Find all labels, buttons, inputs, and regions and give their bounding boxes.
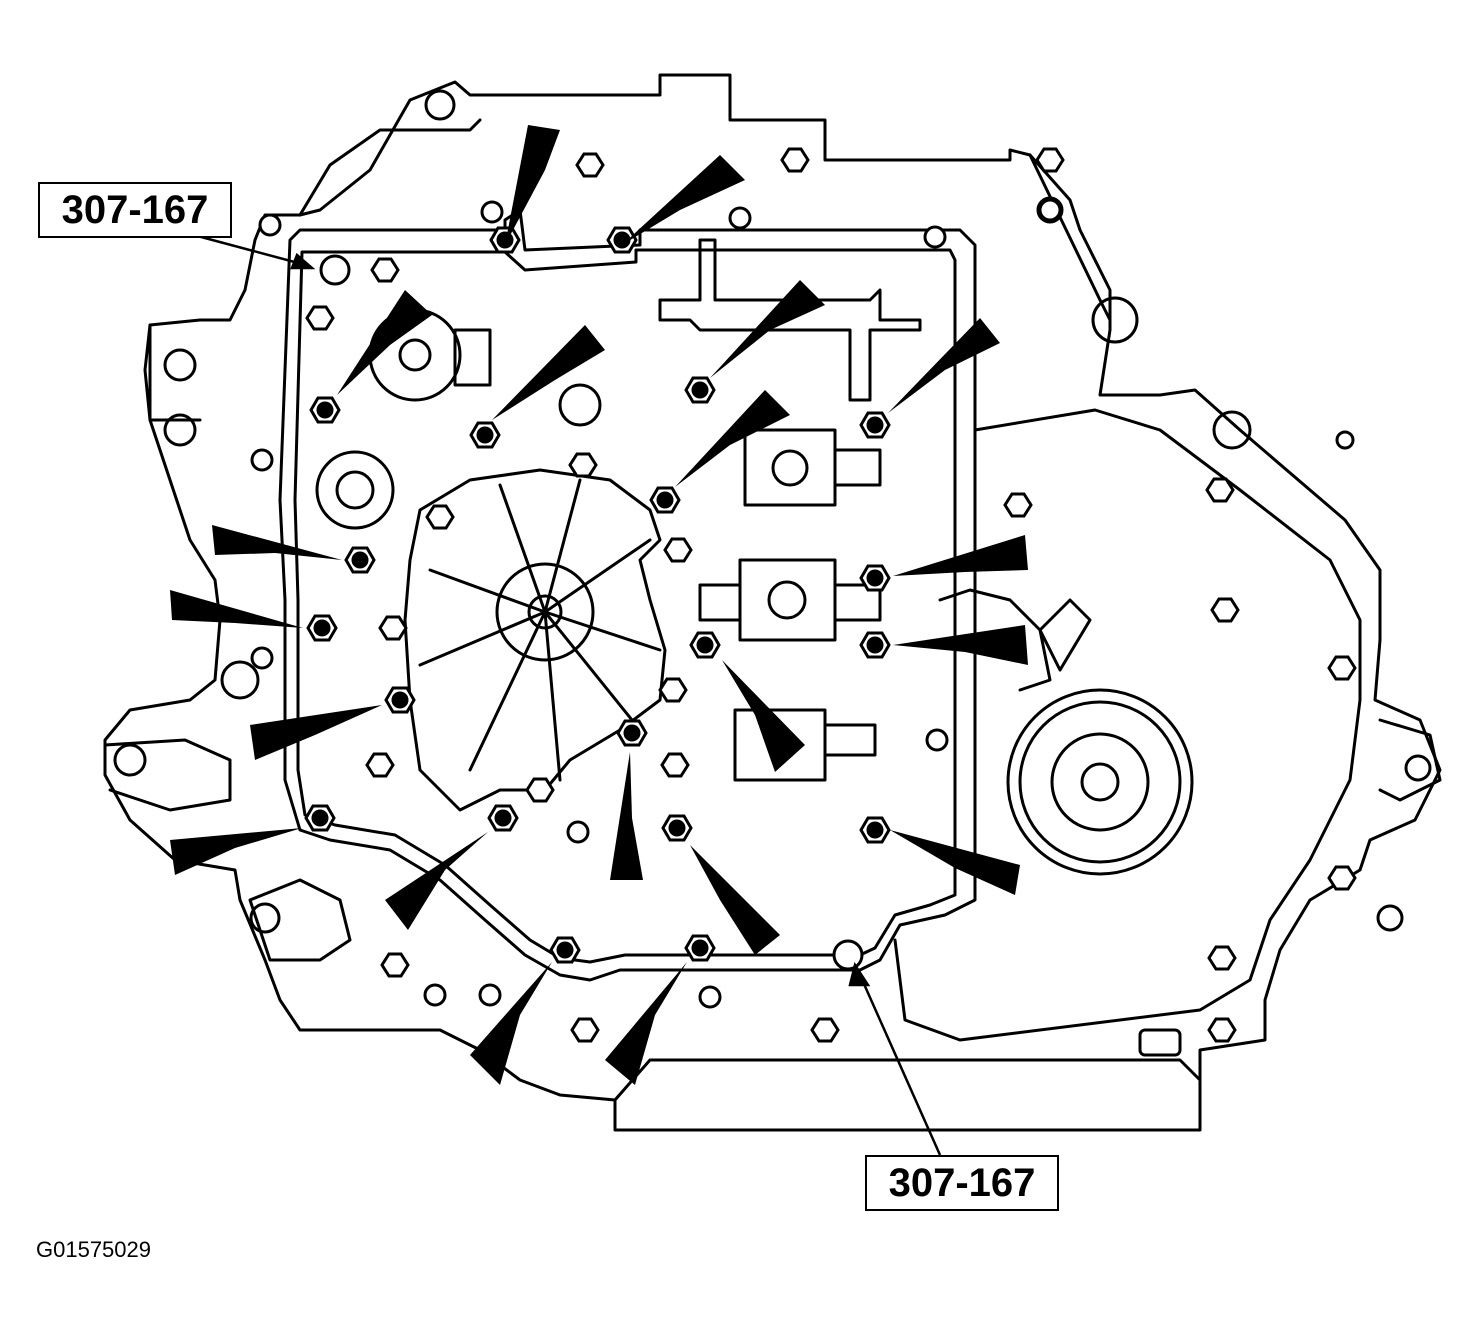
tube-top <box>658 238 922 402</box>
arrow <box>890 830 1020 895</box>
arrow <box>605 962 687 1085</box>
arrow <box>622 155 745 245</box>
case-outline <box>103 73 1442 1132</box>
tool-callout-label: 307-167 <box>38 182 232 238</box>
bolt-arrows <box>170 125 1028 1085</box>
bolt <box>684 376 716 404</box>
pump-inner <box>1050 732 1150 832</box>
bolt-group <box>304 226 891 964</box>
bolt <box>859 631 891 659</box>
arrow <box>470 962 552 1085</box>
figure-id: G01575029 <box>36 1237 151 1262</box>
arrow <box>610 752 643 880</box>
pump-hub <box>1080 762 1120 802</box>
bolt <box>309 396 341 424</box>
arrow <box>250 705 382 760</box>
bolt <box>661 814 693 842</box>
bolt <box>489 226 521 254</box>
bolt <box>859 411 891 439</box>
bolt <box>304 804 336 832</box>
tool-callout-label: 307-167 <box>865 1155 1059 1211</box>
separator-hub <box>495 562 595 662</box>
bolt <box>606 226 638 254</box>
bolt <box>649 486 681 514</box>
arrow <box>710 280 825 378</box>
arrow <box>385 832 488 930</box>
arrow <box>722 660 805 772</box>
arrow <box>212 525 342 560</box>
solenoid-middle <box>738 558 837 642</box>
bolt <box>306 614 338 642</box>
arrow <box>337 290 432 395</box>
arrow <box>492 325 605 420</box>
bolt <box>684 934 716 962</box>
arrow <box>170 828 302 875</box>
arrow <box>888 318 1000 413</box>
arrow <box>675 390 790 487</box>
actuator-mid-left <box>315 450 395 530</box>
bolt <box>469 421 501 449</box>
case-right-rib <box>1028 153 1112 322</box>
case-left-rib <box>298 118 482 217</box>
connector-right <box>1038 598 1092 672</box>
arrow <box>170 590 303 628</box>
arrow <box>505 125 560 245</box>
pump-outer <box>1006 688 1194 876</box>
separator-plate <box>403 468 667 812</box>
arrow <box>893 535 1028 576</box>
right-flange <box>1378 718 1442 802</box>
bolt <box>689 631 721 659</box>
bolt <box>549 936 581 964</box>
case-right-inner <box>893 408 1362 1042</box>
arrow <box>690 845 780 955</box>
bolt <box>859 816 891 844</box>
pump-ring <box>1018 700 1182 864</box>
bolt <box>616 719 648 747</box>
left-lower-boss <box>248 878 352 962</box>
case-bolts <box>305 147 1357 1043</box>
bolt <box>344 546 376 574</box>
arrow <box>893 625 1028 665</box>
leader-top <box>189 232 303 266</box>
bolt <box>384 686 416 714</box>
solenoid-upper <box>743 428 837 507</box>
valve-body-inner-edge <box>293 248 957 964</box>
bolt <box>859 564 891 592</box>
leader-bottom <box>858 974 942 1156</box>
valve-body-plate <box>278 208 977 982</box>
bolt <box>487 804 519 832</box>
